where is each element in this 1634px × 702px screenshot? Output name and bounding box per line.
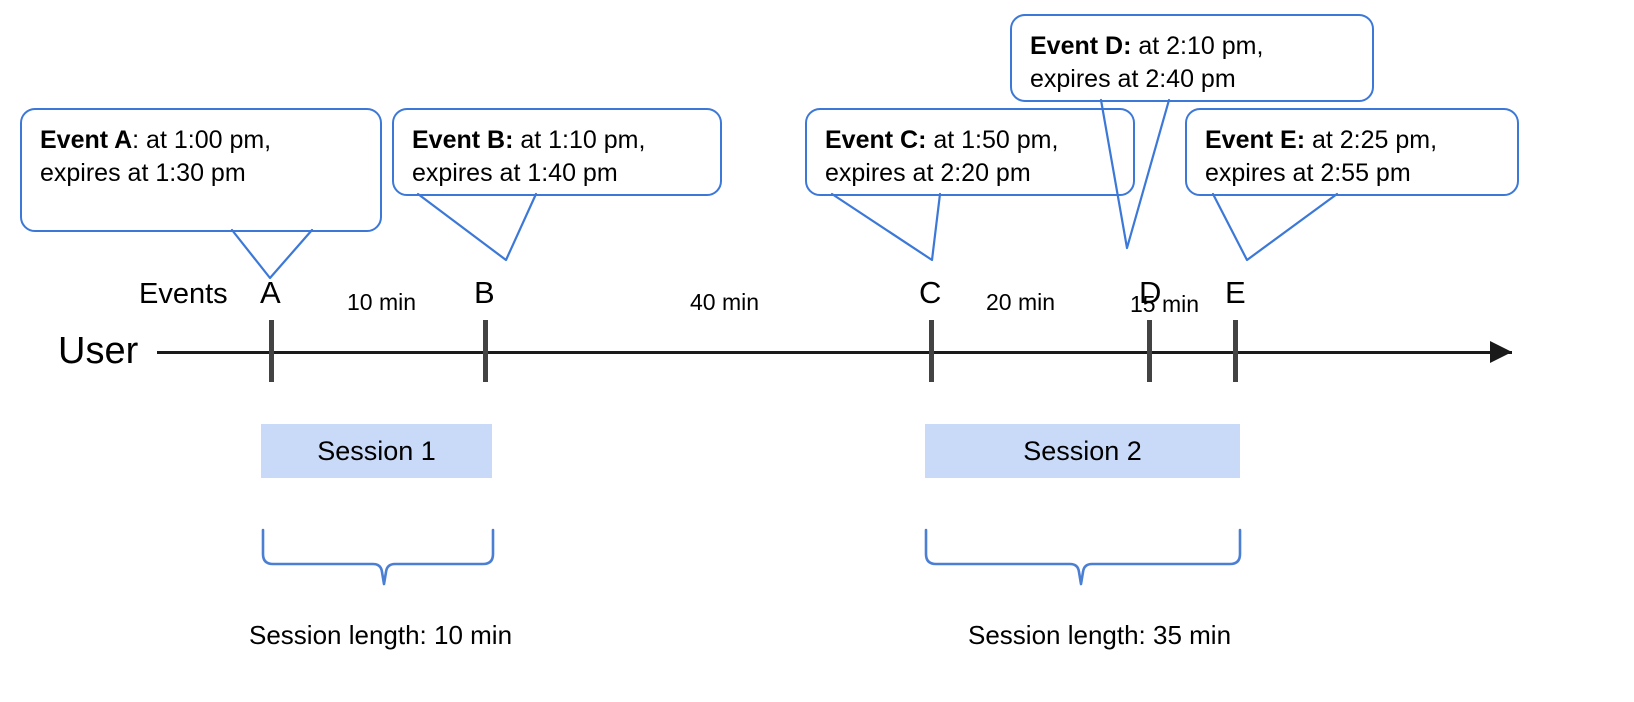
session-box-1: Session 1 bbox=[261, 424, 492, 478]
callout-event-e-line1: Event E: at 2:25 pm, bbox=[1205, 124, 1499, 157]
event-tick-d bbox=[1147, 320, 1152, 382]
callout-event-b-tail bbox=[416, 192, 538, 262]
tail-polyline bbox=[1211, 192, 1339, 262]
session-2-length-label: Session length: 35 min bbox=[968, 620, 1232, 650]
callout-event-c-rest: at 1:50 pm, bbox=[926, 126, 1059, 154]
callout-event-b-bold: Event B: bbox=[412, 126, 514, 154]
callout-event-c-bold: Event C: bbox=[825, 126, 927, 154]
event-letter-e: E bbox=[1225, 275, 1246, 310]
callout-event-a-line2: expires at 1:30 pm bbox=[40, 158, 246, 187]
interval-label-a-b: 10 min bbox=[347, 289, 417, 315]
callout-event-a-sep: : bbox=[132, 126, 140, 154]
timeline-arrow-icon bbox=[1490, 341, 1512, 363]
callout-event-e: Event E: at 2:25 pm, expires at 2:55 pm bbox=[1185, 108, 1519, 196]
event-tick-b bbox=[483, 320, 488, 382]
callout-event-e-bold: Event E: bbox=[1205, 126, 1306, 154]
interval-label-c-d: 20 min bbox=[986, 289, 1056, 315]
tail-polyline bbox=[416, 192, 538, 262]
interval-label-d-e: 15 min bbox=[1130, 291, 1200, 317]
callout-event-b-rest: at 1:10 pm, bbox=[513, 126, 646, 154]
session-box-2-label: Session 2 bbox=[1023, 435, 1142, 466]
callout-event-e-line2: expires at 2:55 pm bbox=[1205, 158, 1411, 187]
callout-event-d-rest: at 2:10 pm, bbox=[1131, 32, 1264, 60]
callout-event-c: Event C: at 1:50 pm, expires at 2:20 pm bbox=[805, 108, 1135, 196]
timeline-axis-line bbox=[157, 351, 1512, 354]
tail-polyline bbox=[230, 228, 314, 280]
tail-polyline bbox=[830, 192, 942, 262]
events-row-label: Events bbox=[139, 278, 228, 310]
event-letter-d: D bbox=[1139, 275, 1162, 310]
callout-event-d: Event D: at 2:10 pm, expires at 2:40 pm bbox=[1010, 14, 1374, 102]
callout-event-a: Event A: at 1:00 pm, expires at 1:30 pm bbox=[20, 108, 382, 232]
event-tick-c bbox=[929, 320, 934, 382]
event-letter-b: B bbox=[474, 275, 495, 310]
event-letter-a: A bbox=[260, 275, 281, 310]
callout-event-a-rest: at 1:00 pm, bbox=[139, 126, 272, 154]
callout-event-a-line1: Event A: at 1:00 pm, bbox=[40, 124, 362, 157]
event-tick-e bbox=[1233, 320, 1238, 382]
callout-event-d-line2: expires at 2:40 pm bbox=[1030, 64, 1236, 93]
session-box-2: Session 2 bbox=[925, 424, 1240, 478]
callout-event-d-line1: Event D: at 2:10 pm, bbox=[1030, 30, 1354, 63]
callout-event-c-line1: Event C: at 1:50 pm, bbox=[825, 124, 1115, 157]
session-box-1-label: Session 1 bbox=[317, 435, 436, 466]
callout-event-a-bold: Event A bbox=[40, 126, 133, 154]
callout-event-b-line1: Event B: at 1:10 pm, bbox=[412, 124, 702, 157]
session-1-brace bbox=[261, 528, 495, 586]
brace-path bbox=[261, 528, 495, 586]
session-2-brace bbox=[924, 528, 1242, 586]
callout-event-b-line2: expires at 1:40 pm bbox=[412, 158, 618, 187]
event-tick-a bbox=[269, 320, 274, 382]
interval-label-b-c: 40 min bbox=[690, 289, 760, 315]
event-letter-c: C bbox=[919, 275, 942, 310]
callout-event-e-rest: at 2:25 pm, bbox=[1305, 126, 1438, 154]
callout-event-d-bold: Event D: bbox=[1030, 32, 1132, 60]
brace-path bbox=[924, 528, 1242, 586]
callout-event-c-line2: expires at 2:20 pm bbox=[825, 158, 1031, 187]
callout-event-c-tail bbox=[830, 192, 942, 262]
callout-event-b: Event B: at 1:10 pm, expires at 1:40 pm bbox=[392, 108, 722, 196]
user-row-label: User bbox=[58, 330, 139, 372]
callout-event-e-tail bbox=[1211, 192, 1339, 262]
session-1-length-label: Session length: 10 min bbox=[249, 620, 513, 650]
